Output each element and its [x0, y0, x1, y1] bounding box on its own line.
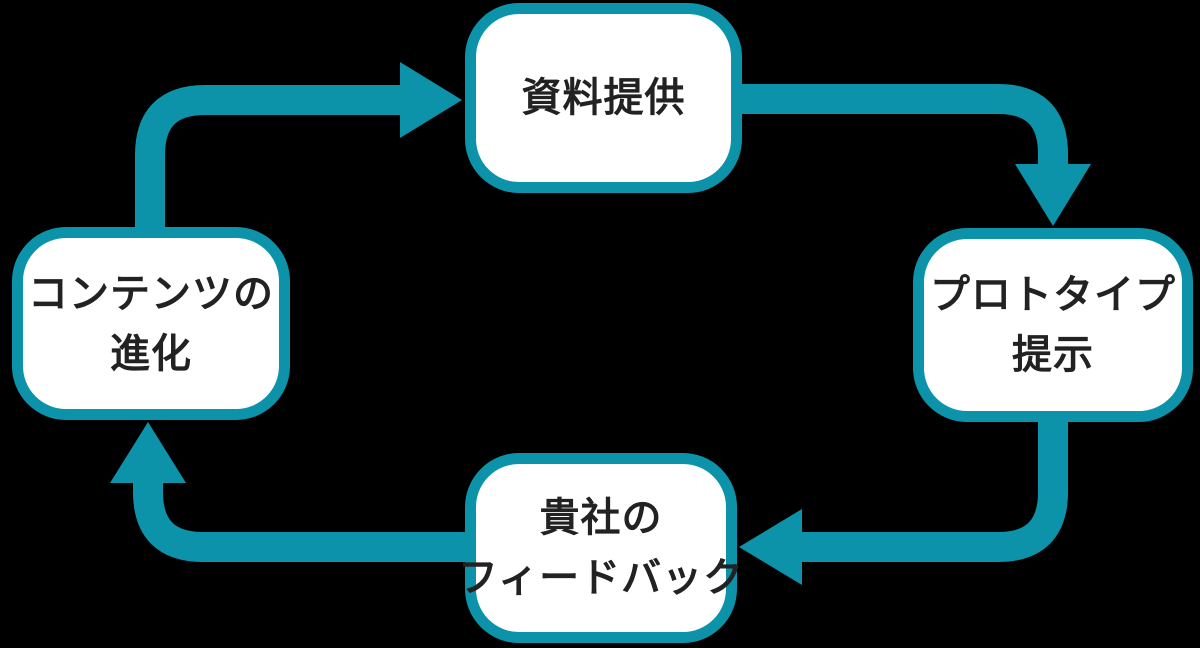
node-content-evolution: コンテンツの 進化: [12, 227, 290, 420]
arrowhead-left-icon: [739, 509, 802, 585]
arrowhead-down-icon: [1015, 164, 1091, 226]
node-label-line-2: 進化: [110, 330, 192, 377]
node-label: 資料提供: [521, 75, 686, 121]
node-prototype-presentation: プロトタイプ 提示: [913, 228, 1193, 422]
node-label-line-1: 貴社の: [539, 495, 663, 541]
arrowhead-right-icon: [400, 62, 462, 138]
node-label-line-1: コンテンツの: [28, 270, 274, 317]
arrowhead-up-icon: [110, 422, 186, 483]
arrow-top-to-right: [736, 84, 1091, 226]
node-company-feedback: 貴社の フィードバック: [458, 453, 743, 643]
arrow-bottom-to-left: [110, 422, 470, 562]
node-label-line-2: フィードバック: [457, 555, 745, 601]
arrow-left-to-top: [135, 62, 462, 236]
node-material-provision: 資料提供: [465, 3, 742, 193]
arrow-right-to-bottom: [739, 416, 1068, 585]
node-label-line-1: プロトタイプ: [930, 272, 1176, 318]
node-label-line-2: 提示: [1012, 332, 1094, 378]
